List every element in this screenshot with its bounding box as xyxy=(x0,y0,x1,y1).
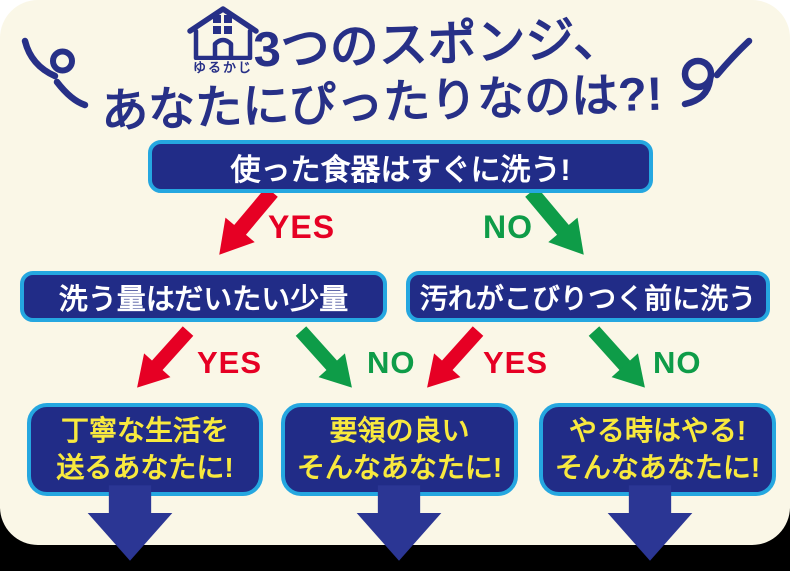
yes-label: YES xyxy=(268,209,336,245)
question-text-3: 汚れがこびりつく前に洗う xyxy=(419,282,757,314)
question-box-2: 洗う量はだいたい少量 xyxy=(20,271,387,322)
yes-label: YES xyxy=(483,345,549,380)
result-box-3: やる時はやる! そんなあなたに! xyxy=(539,403,776,496)
result-line: 送るあなたに! xyxy=(56,451,234,483)
down-arrow-icon xyxy=(356,485,442,561)
result-line: 丁寧な生活を xyxy=(60,415,229,447)
result-line: そんなあなたに! xyxy=(296,451,503,483)
question-box-1: 使った食器はすぐに洗う! xyxy=(148,140,653,193)
house-icon xyxy=(187,6,259,60)
down-arrow-icon xyxy=(87,485,173,561)
logo-text: ゆるかじ xyxy=(192,60,253,75)
question-text-2: 洗う量はだいたい少量 xyxy=(58,283,349,316)
no-label: NO xyxy=(653,345,702,380)
no-label: NO xyxy=(367,345,416,380)
yes-arrow-icon xyxy=(219,186,278,255)
no-arrow-icon xyxy=(525,186,584,255)
no-label: NO xyxy=(483,209,533,245)
yes-label: YES xyxy=(197,345,263,380)
question-box-3: 汚れがこびりつく前に洗う xyxy=(406,271,770,322)
result-box-2: 要領の良い そんなあなたに! xyxy=(281,403,518,496)
result-box-1: 丁寧な生活を 送るあなたに! xyxy=(27,403,263,496)
no-arrow-icon xyxy=(588,326,645,388)
down-arrow-icon xyxy=(607,485,693,561)
flourish-left-icon xyxy=(21,37,89,109)
flourish-right-icon xyxy=(681,37,753,108)
no-arrow-icon xyxy=(295,326,352,388)
question-text-1: 使った食器はすぐに洗う! xyxy=(230,153,571,187)
yes-arrow-icon xyxy=(137,326,194,388)
result-line: 要領の良い xyxy=(329,415,470,447)
result-line: やる時はやる! xyxy=(568,415,747,447)
result-line: そんなあなたに! xyxy=(554,451,761,483)
yes-arrow-icon xyxy=(427,326,484,388)
